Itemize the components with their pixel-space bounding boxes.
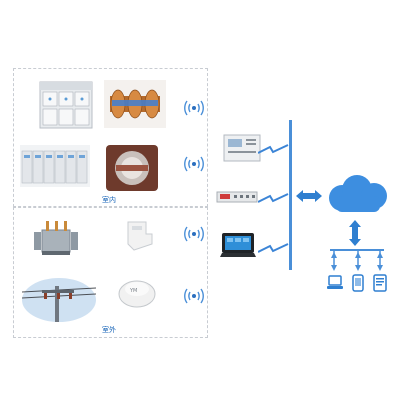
cable-joint-image	[106, 145, 158, 191]
lightning-link-icon	[258, 243, 289, 253]
indoor-panel: 室内	[13, 68, 208, 207]
indoor-panel-label: 室内	[102, 196, 116, 204]
double-arrow-icon	[349, 220, 361, 246]
phone-icon[interactable]	[350, 274, 366, 292]
wireless-signal-icon	[184, 224, 204, 244]
outdoor-panel-label: 室外	[102, 326, 116, 334]
overhead-line-image	[22, 278, 96, 322]
wireless-signal-icon	[184, 286, 204, 306]
wireless-signal-icon	[184, 154, 204, 174]
wireless-signal-icon	[184, 98, 204, 118]
data-collector-image	[216, 190, 258, 204]
double-arrow-icon	[296, 190, 322, 202]
touch-display-image	[218, 231, 258, 259]
cloud-icon	[329, 175, 387, 212]
cabinet-row-image	[20, 145, 90, 187]
svg-text:YM: YM	[129, 288, 137, 294]
sensor-clamp-image	[118, 214, 158, 254]
lightning-link-icon	[258, 144, 289, 154]
transformer-image	[28, 218, 84, 258]
tablet-icon[interactable]	[372, 274, 388, 292]
laptop-icon[interactable]	[326, 274, 344, 292]
outdoor-panel: 室外	[13, 207, 208, 338]
busbar-coil-image	[104, 80, 166, 128]
lightning-link-icon	[258, 193, 289, 203]
client-distribution-lines	[330, 249, 384, 271]
switchgear-cabinet-image	[38, 80, 94, 130]
monitoring-unit-image	[222, 133, 262, 163]
network-bus-line	[289, 120, 292, 270]
dome-sensor-image: YM	[116, 274, 158, 310]
